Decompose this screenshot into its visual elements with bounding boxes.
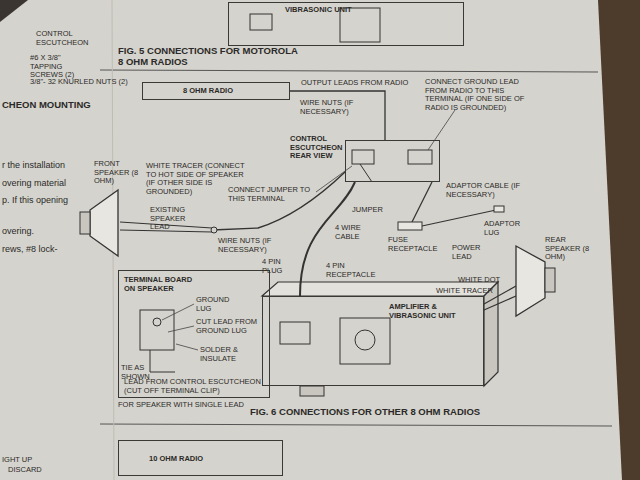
- ground-lug: [153, 318, 161, 326]
- callout-label: overing.: [2, 226, 112, 236]
- adaptor-lug: [494, 206, 504, 212]
- callout-label: CONNECT GROUND LEAD FROM RADIO TO THIS T…: [425, 78, 537, 113]
- callout-label: WIRE NUTS (IF NECESSARY): [300, 99, 360, 116]
- callout-label: #6 X 3/8" TAPPING SCREWS (2): [30, 54, 94, 80]
- figure-caption: CHEON MOUNTING: [2, 100, 112, 111]
- jumper-wire: [360, 164, 372, 182]
- unit-box: VIBRASONIC UNIT: [228, 2, 464, 46]
- callout-label: 3/8"- 32 KNURLED NUTS (2): [30, 78, 140, 87]
- speaker-magnet: [80, 212, 90, 234]
- amplifier-box: AMPLIFIER & VIBRASONIC UNIT: [262, 296, 484, 386]
- adaptor-cable: [412, 182, 432, 222]
- rear-speaker: [516, 246, 545, 316]
- terminal-board: [140, 310, 174, 350]
- wood-background: [598, 0, 640, 480]
- callout-label: LEAD FROM CONTROL ESCUTCHEON (CUT OFF TE…: [124, 378, 264, 395]
- callout-label: ADAPTOR CABLE (IF NECESSARY): [446, 182, 526, 199]
- node-label: TERMINAL BOARD ON SPEAKER: [124, 276, 194, 293]
- figure-caption: FIG. 6 CONNECTIONS FOR OTHER 8 OHM RADIO…: [250, 407, 520, 418]
- lead-wire: [150, 350, 175, 372]
- escutcheon-box: CONTROL ESCUTCHEON REAR VIEW: [345, 140, 440, 182]
- node-label: 10 OHM RADIO: [149, 455, 239, 464]
- node-label: AMPLIFIER & VIBRASONIC UNIT: [389, 303, 479, 320]
- callout-label: FOR SPEAKER WITH SINGLE LEAD: [118, 401, 268, 410]
- callout-label: IGHT UP: [2, 456, 62, 465]
- speaker-lead: [484, 296, 516, 310]
- leader-line: [168, 326, 194, 332]
- rule-line: [100, 70, 598, 72]
- figure-caption: FIG. 5 CONNECTIONS FOR MOTOROLA 8 OHM RA…: [118, 46, 298, 68]
- callout-label: WHITE DOT: [458, 276, 508, 285]
- callout-label: 4 PIN RECEPTACLE: [326, 262, 388, 279]
- fuse-receptacle: [398, 222, 422, 230]
- callout-label: CONNECT JUMPER TO THIS TERMINAL: [228, 186, 314, 203]
- leader-line: [176, 344, 198, 350]
- radio-box: 10 OHM RADIO: [118, 440, 283, 476]
- terminal-strip: [352, 150, 374, 164]
- transistor-symbol: [355, 330, 375, 350]
- callout-label: WIRE NUTS (IF NECESSARY): [218, 237, 278, 254]
- callout-label: JUMPER: [352, 206, 392, 215]
- wire-connector: [290, 91, 385, 140]
- callout-label: WHITE TRACER (CONNECT TO HOT SIDE OF SPE…: [146, 162, 246, 197]
- callout-label: EXISTING SPEAKER LEAD: [150, 206, 206, 232]
- dark-corner: [0, 0, 28, 22]
- leader-line: [162, 304, 194, 320]
- node-label: VIBRASONIC UNIT: [285, 6, 375, 15]
- pin-receptacle: [280, 322, 310, 344]
- callout-label: DISCARD: [8, 466, 68, 475]
- callout-label: POWER LEAD: [452, 244, 494, 261]
- wire-nut: [211, 227, 217, 233]
- leader-line: [428, 110, 455, 150]
- node-label: CONTROL ESCUTCHEON REAR VIEW: [290, 135, 342, 161]
- callout-label: rews, #8 lock-: [2, 244, 112, 254]
- callout-label: SOLDER & INSULATE: [200, 346, 252, 363]
- callout-label: WHITE TRACER: [436, 287, 496, 296]
- wire-label: 4 WIRE CABLE: [334, 224, 366, 241]
- front-speaker: [90, 190, 118, 256]
- transformer: [300, 386, 324, 396]
- callout-label: REAR SPEAKER (8 OHM): [545, 236, 595, 262]
- callout-label: ADAPTOR LUG: [484, 220, 526, 237]
- callout-label: FUSE RECEPTACLE: [388, 236, 444, 253]
- callout-label: 4 PIN PLUG: [262, 258, 292, 275]
- callout-label: GROUND LUG: [196, 296, 236, 313]
- callout-label: CONTROL ESCUTCHEON: [36, 30, 94, 47]
- terminal-strip: [408, 150, 432, 164]
- wire-label: OUTPUT LEADS FROM RADIO: [300, 79, 409, 88]
- rule-line: [100, 424, 612, 426]
- speaker-magnet: [545, 268, 555, 292]
- callout-label: FRONT SPEAKER (8 OHM): [94, 160, 142, 186]
- terminal-strip: [250, 14, 272, 30]
- panel-plate: [340, 318, 390, 364]
- amplifier-top: [262, 282, 498, 296]
- node-label: 8 OHM RADIO: [183, 87, 263, 96]
- callout-label: p. If this opening: [2, 195, 112, 205]
- radio-box: 8 OHM RADIO: [142, 82, 290, 100]
- callout-label: CUT LEAD FROM GROUND LUG: [196, 318, 258, 335]
- leader-line: [316, 166, 352, 192]
